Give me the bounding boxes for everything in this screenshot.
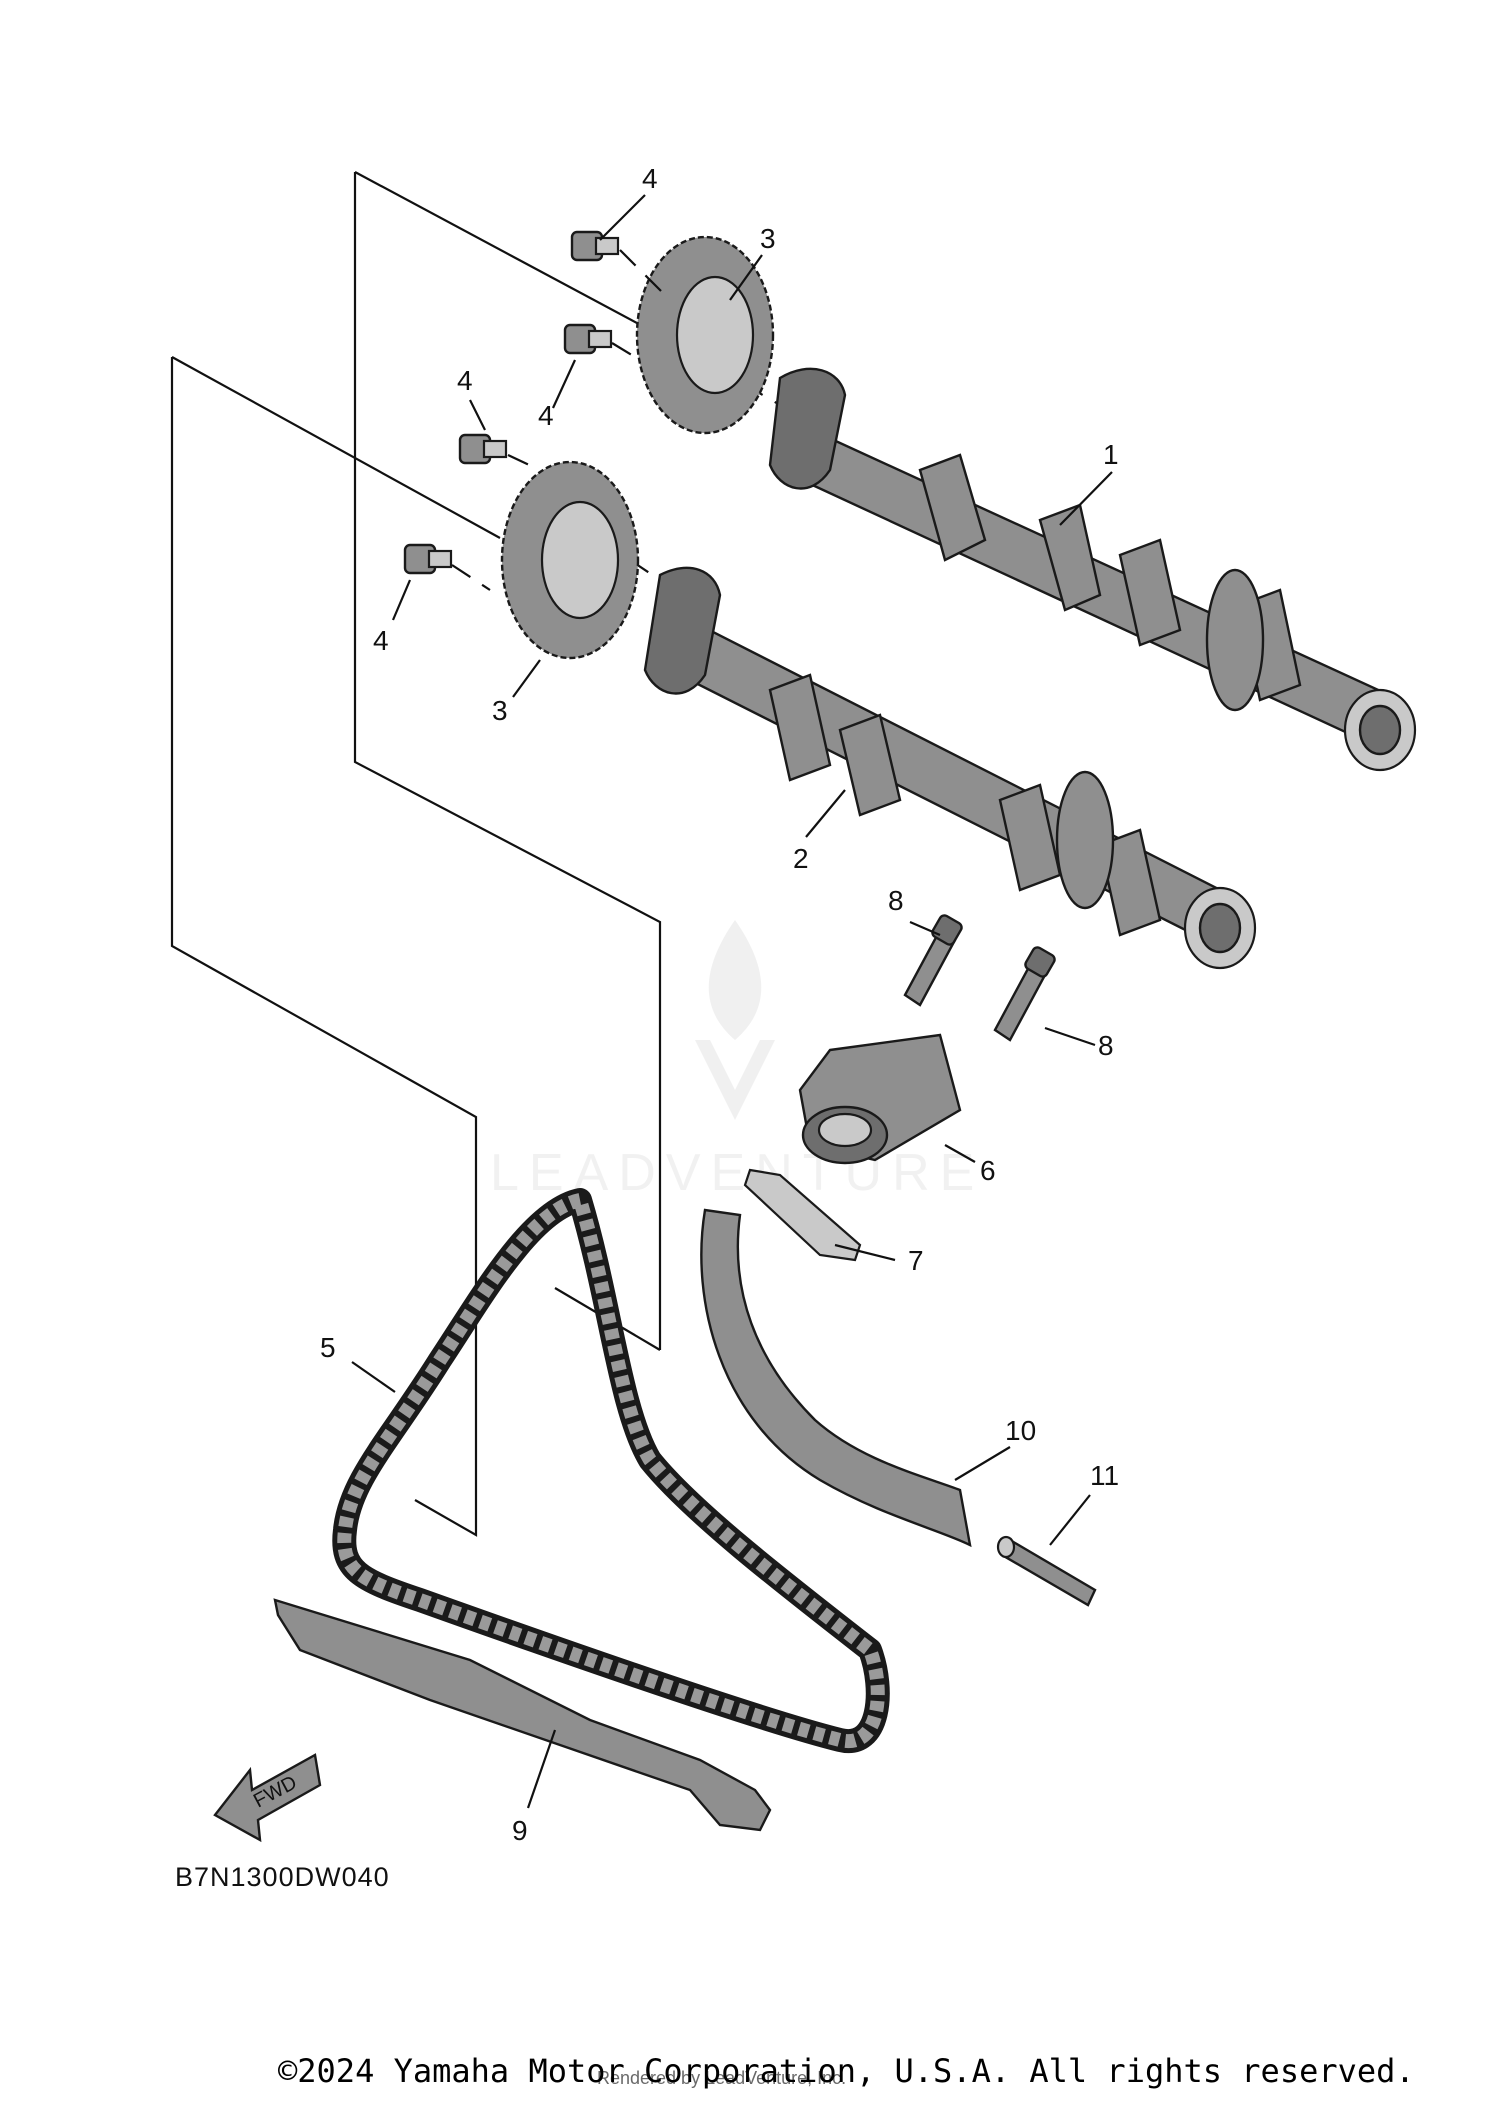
sprocket-bolt-4 xyxy=(403,543,453,575)
sprocket-bolt-1 xyxy=(570,230,620,262)
tensioner-bolt-2 xyxy=(993,946,1056,1042)
callout-10: 10 xyxy=(1005,1415,1036,1446)
tensioner-bolt-1 xyxy=(903,914,963,1007)
callout-4b: 4 xyxy=(538,400,554,431)
render-credit: Rendered by LeadVenture, Inc. xyxy=(597,2068,847,2088)
tensioner-gasket xyxy=(743,1168,862,1262)
callout-7: 7 xyxy=(908,1245,924,1276)
camshaft-1 xyxy=(768,367,1417,772)
callout-2: 2 xyxy=(793,843,809,874)
callout-3a: 3 xyxy=(760,223,776,254)
copyright-notice: ©2024 Yamaha Motor Corporation, U.S.A. A… xyxy=(278,2052,1415,2090)
chain-guide xyxy=(273,1598,772,1832)
callout-8b: 8 xyxy=(1098,1030,1114,1061)
camshaft-2 xyxy=(643,566,1257,970)
callouts: 1 2 3 3 4 4 4 4 5 6 7 8 8 9 10 11 xyxy=(320,163,1119,1846)
timing-chain xyxy=(332,1188,890,1754)
sprocket-bolt-2 xyxy=(563,323,613,355)
guide-pin xyxy=(996,1535,1097,1607)
callout-1: 1 xyxy=(1103,439,1119,470)
callout-8a: 8 xyxy=(888,885,904,916)
callout-5: 5 xyxy=(320,1332,336,1363)
sprocket-bolt-3 xyxy=(458,433,508,465)
callout-3b: 3 xyxy=(492,695,508,726)
callout-6: 6 xyxy=(980,1155,996,1186)
leader-lines xyxy=(351,194,1113,1809)
callout-11: 11 xyxy=(1090,1460,1119,1491)
callout-4a: 4 xyxy=(642,163,658,194)
bolt-dashes xyxy=(451,249,671,591)
chain-tensioner xyxy=(798,1033,962,1165)
tensioner-guide xyxy=(700,1208,972,1548)
diagram-code: B7N1300DW040 xyxy=(175,1862,390,1892)
cam-sprocket-lower xyxy=(500,460,640,660)
callout-4d: 4 xyxy=(373,625,389,656)
fwd-arrow-icon: FWD xyxy=(213,1753,322,1843)
callout-4c: 4 xyxy=(457,365,473,396)
callout-9: 9 xyxy=(512,1815,528,1846)
